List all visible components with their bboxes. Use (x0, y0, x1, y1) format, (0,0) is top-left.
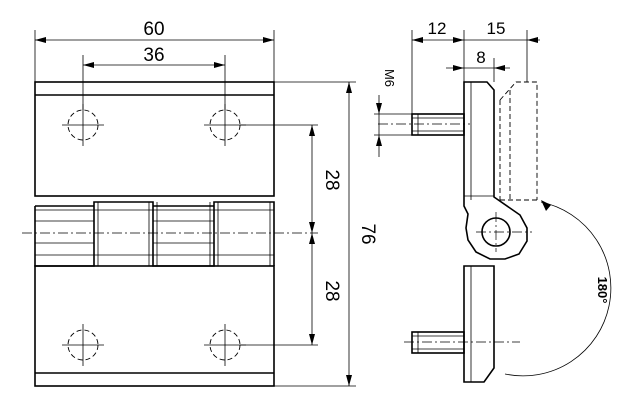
dim-15-label: 15 (487, 19, 506, 38)
rotation-arc (504, 201, 612, 377)
hole-bottom-left (62, 324, 104, 366)
dim-offset-8: 8 (446, 48, 510, 82)
hole-top-left (62, 104, 104, 146)
thread-label: M6 (382, 69, 397, 87)
rotated-leaf-hidden (499, 81, 538, 200)
dim-hole-to-pin: 28 28 (309, 125, 342, 345)
knuckle-band (34, 201, 275, 267)
dim-36-label: 36 (143, 45, 164, 66)
dim-offset-15: 15 (464, 19, 540, 82)
dim-60-label: 60 (143, 19, 164, 40)
dim-hole-spacing: 36 (82, 45, 226, 110)
dim-28-upper-label: 28 (321, 169, 342, 190)
dim-28-lower-label: 28 (321, 280, 342, 301)
rotation-angle-label: 180° (595, 277, 610, 304)
upper-leaf-profile (463, 81, 528, 260)
lower-stud (411, 331, 465, 354)
hole-top-right (204, 104, 246, 146)
dim-offset-12: 12 (411, 19, 465, 114)
dim-overall-width: 60 (34, 19, 275, 82)
front-view (22, 81, 356, 387)
upper-stud (411, 113, 465, 136)
dim-12-label: 12 (428, 19, 447, 38)
side-view: 180° (378, 81, 612, 383)
lower-leaf-profile (463, 265, 495, 383)
dim-8-label: 8 (476, 48, 485, 67)
lower-leaf (34, 265, 275, 387)
upper-leaf (34, 81, 275, 197)
dim-76-label: 76 (357, 223, 378, 244)
dim-thread-m6: M6 (374, 69, 412, 157)
dim-overall-height: 76 (346, 82, 378, 386)
hole-bottom-right (204, 324, 246, 366)
